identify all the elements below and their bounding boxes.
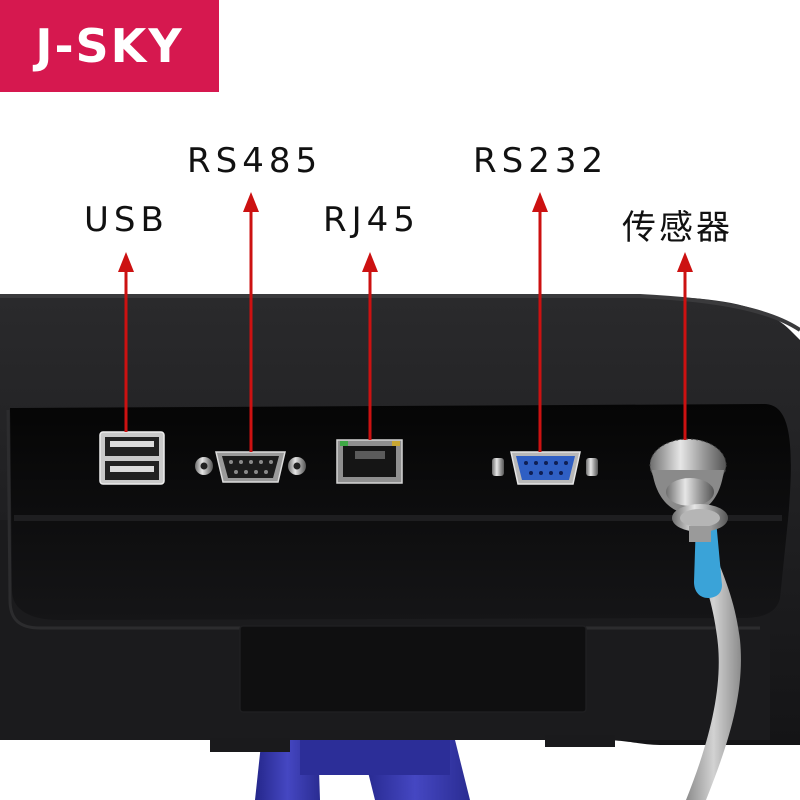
port-arrows: [118, 192, 693, 452]
usb-port-icon: [99, 431, 165, 485]
label-rs232: RS232: [473, 141, 609, 181]
brand-name: J-SKY: [35, 19, 184, 73]
arrow-sensor: [677, 252, 693, 440]
label-rj45: RJ45: [323, 200, 420, 240]
serial-port-icon: [195, 451, 306, 483]
brand-badge: J-SKY: [0, 0, 219, 92]
arrow-rs485: [243, 192, 259, 452]
arrow-rs232: [532, 192, 548, 452]
arrow-rj45: [362, 252, 378, 440]
label-rs485: RS485: [187, 141, 323, 181]
label-sensor: 传感器: [622, 208, 733, 248]
ethernet-port-icon: [336, 439, 403, 484]
arrow-usb: [118, 252, 134, 432]
label-usb: USB: [84, 200, 169, 240]
serial-port-icon: [492, 451, 598, 485]
aviation-connector-icon: [649, 438, 728, 542]
